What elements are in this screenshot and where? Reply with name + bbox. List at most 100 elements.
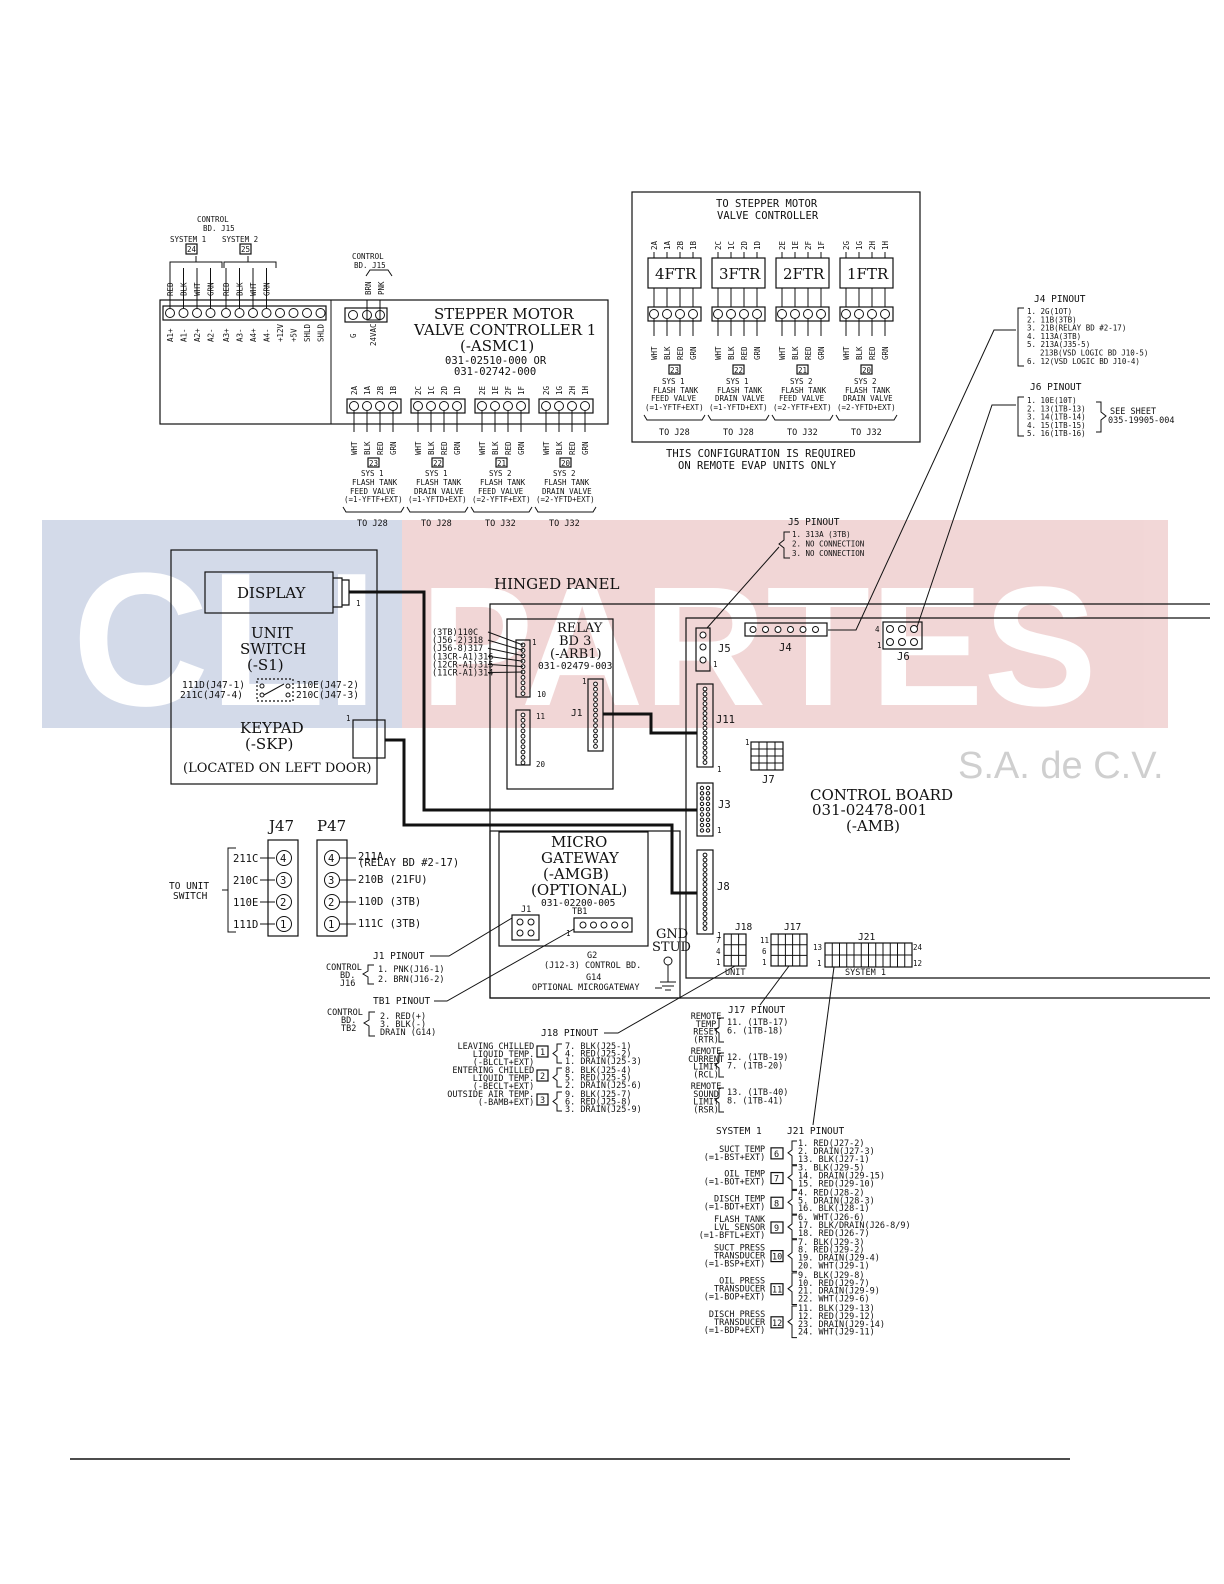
j21-i3-n0: FLASH TANK — [714, 1215, 766, 1225]
p47-right-1: 211A — [358, 851, 384, 863]
j21-i0-num: 6 — [774, 1150, 779, 1160]
remote-g1-pin-1C: 1C — [727, 241, 736, 250]
j21-i2-pin-2: 16. BLK(J28-1) — [798, 1204, 870, 1214]
gateway-gnd-label-2: STUD — [652, 940, 691, 955]
j21-i3-n2: (=1-BFTL+EXT) — [699, 1231, 766, 1241]
remote-g0-wire-GRN: GRN — [689, 346, 698, 360]
tb1-line-1: 2. RED(+) — [380, 1012, 426, 1022]
remote-g3-d3: DRAIN VALVE — [843, 394, 893, 403]
tb1-ctrl-2: BD. — [341, 1016, 356, 1026]
j21-i0-n0: SUCT TEMP — [719, 1145, 765, 1155]
unit-switch-label-3: (-S1) — [247, 656, 284, 674]
j21-i6-n2: (=1-BDP+EXT) — [704, 1326, 765, 1336]
asmc-term-g: G — [349, 333, 358, 338]
j21-i5-num: 11 — [772, 1286, 782, 1296]
asmc-g2-pin-1E: 1E — [491, 385, 500, 395]
j21-i1-pin-0: 3. BLK(J29-5) — [798, 1164, 865, 1174]
asmc-title-3: (-ASMC1) — [460, 337, 534, 355]
remote-g0-num: 23 — [670, 366, 679, 375]
asmc-g2-d4: (=2-YFTF+EXT) — [472, 495, 531, 504]
remote-note-1: THIS CONFIGURATION IS REQUIRED — [666, 448, 856, 460]
j47-relay-note: (RELAY BD #2-17) — [358, 857, 459, 869]
gateway-tb1-label: TB1 — [572, 907, 587, 917]
j18-s0-num: 1 — [540, 1048, 545, 1058]
p47-pin-4: 4 — [328, 853, 334, 865]
j17-i2-n0: REMOTE — [691, 1082, 722, 1092]
j5-pinout-title: J5 PINOUT — [788, 517, 840, 528]
j21-i1-n0: OIL TEMP — [724, 1170, 765, 1180]
j17-i2-pin-0: 13. (1TB-40) — [727, 1088, 788, 1098]
hinged-panel-border — [489, 603, 1210, 999]
remote-g2-pin-1E: 1E — [791, 240, 800, 250]
remote-g0-pin-1B: 1B — [689, 240, 698, 250]
remote-g2-to: TO J32 — [787, 428, 818, 438]
j47-pin-4: 4 — [280, 853, 286, 865]
j21-i3-n1: LVL SENSOR — [714, 1223, 766, 1233]
j21-i6-pin-2: 23. DRAIN(J29-14) — [798, 1320, 885, 1330]
asmc-g0-pin-1A: 1A — [363, 385, 372, 395]
tb1-line-2: 3. BLK(-) — [380, 1020, 426, 1030]
asmc-g0-wire-WHT: WHT — [350, 441, 359, 455]
remote-g0-d3: FEED VALVE — [651, 394, 697, 403]
asmc-g3-d1: SYS 2 — [553, 469, 576, 478]
remote-g0-d2: FLASH TANK — [653, 386, 699, 395]
asmc-g2-to: TO J32 — [485, 519, 516, 529]
j18-s1-num: 2 — [540, 1072, 545, 1082]
remote-g1-wire-RED: RED — [740, 346, 749, 360]
svg-text:1: 1 — [566, 929, 571, 938]
remote-g2-pin-2F: 2F — [804, 240, 813, 250]
asmc-g2-num: 21 — [497, 459, 506, 468]
gateway-title-4: (OPTIONAL) — [531, 881, 627, 899]
asmc-system2-label: SYSTEM 2 — [222, 235, 258, 244]
j21-i0-n1: (=1-BST+EXT) — [704, 1153, 765, 1163]
j5-line-1: 1. 313A (3TB) — [792, 530, 851, 539]
remote-g3-pin-2G: 2G — [842, 240, 851, 250]
j18-s0-n1: LEAVING CHILLED — [458, 1042, 535, 1052]
j1-line-2: 2. BRN(J16-2) — [378, 975, 445, 985]
asmc-g3-to: TO J32 — [549, 519, 580, 529]
asmc-g2-pin-2E: 2E — [478, 385, 487, 395]
j21-i6-n0: DISCH PRESS — [709, 1310, 765, 1320]
j21-i3-pin-1: 17. BLK/DRAIN(J26-8/9) — [798, 1221, 911, 1231]
keypad-label-2: (-SKP) — [245, 735, 293, 753]
svg-text:1: 1 — [582, 677, 587, 686]
remote-g3-d4: (=2-YFTD+EXT) — [837, 403, 896, 412]
relay-pin-1: 1 — [532, 638, 537, 647]
relay-wire-2: (J56-2)318 — [432, 636, 483, 646]
asmc-g2-wire-RED: RED — [504, 441, 513, 455]
asmc-system1-label: SYSTEM 1 — [170, 235, 206, 244]
remote-g2-d1: SYS 2 — [790, 377, 813, 386]
cb-j3-label: J3 — [718, 799, 731, 811]
remote-g1-wire-BLK: BLK — [727, 346, 736, 360]
asmc-terminal-5: A3+ — [222, 328, 231, 342]
cb-title-1: CONTROL BOARD — [810, 786, 953, 804]
asmc-g1-wire-WHT: WHT — [414, 441, 423, 455]
relay-part: 031-02479-003 — [538, 661, 612, 672]
j21-i5-pin-2: 21. DRAIN(J29-9) — [798, 1287, 880, 1297]
remote-g3-num: 20 — [862, 366, 872, 375]
asmc-g1-d1: SYS 1 — [425, 469, 448, 478]
asmc-g3-wire-WHT: WHT — [542, 441, 551, 455]
relay-pin-20: 20 — [536, 760, 546, 769]
j6-pinout-title: J6 PINOUT — [1030, 382, 1082, 393]
remote-title-2: VALVE CONTROLLER — [717, 210, 819, 222]
cb-title-3: (-AMB) — [846, 817, 900, 835]
j4-pinout: J4 PINOUT 1. 2G(1OT)2. 11B(3TB)3. 21B(RE… — [1017, 294, 1148, 367]
asmc-g3-wire-RED: RED — [568, 441, 577, 455]
gateway-title-1: MICRO — [551, 833, 607, 851]
cb-j17-n1: 1 — [762, 958, 767, 967]
keypad-label-1: KEYPAD — [240, 719, 304, 737]
cb-j18-label: J18 — [735, 922, 752, 933]
asmc-g0-pin-2A: 2A — [350, 385, 359, 395]
asmc-g3-pin-1H: 1H — [581, 385, 590, 395]
j21-i4-pin-2: 19. DRAIN(J29-4) — [798, 1254, 880, 1264]
remote-g3-d2: FLASH TANK — [845, 386, 891, 395]
asmc-g1-to: TO J28 — [421, 519, 452, 529]
cb-j4-label: J4 — [779, 642, 792, 654]
display-label: DISPLAY — [237, 584, 307, 602]
asmc-part-1: 031-02510-000 OR — [445, 355, 547, 367]
remote-ftr-1: 3FTR — [719, 265, 761, 283]
